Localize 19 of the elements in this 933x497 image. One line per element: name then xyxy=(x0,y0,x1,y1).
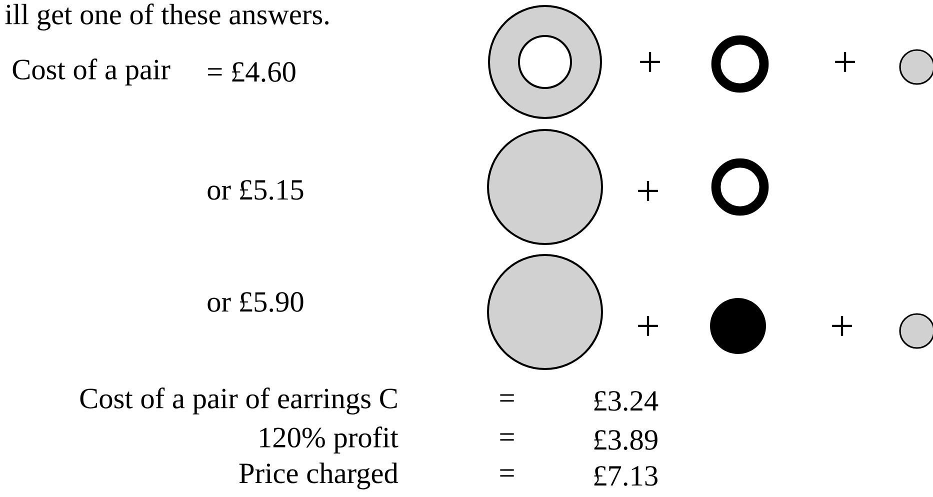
text-label: + xyxy=(638,180,658,201)
text-label: 120% profit xyxy=(260,426,398,454)
text-label: = xyxy=(500,469,514,477)
text-label: £7.13 xyxy=(594,466,658,486)
text-label: = xyxy=(500,394,514,402)
text-label: = xyxy=(500,433,514,441)
text-label: Cost of a pair of earrings C xyxy=(80,388,397,414)
text-label: or £5.90 xyxy=(208,292,304,312)
text-label: + xyxy=(640,52,660,72)
text-label: + xyxy=(832,316,852,336)
text-label: = £4.60 xyxy=(208,62,296,82)
text-label: + xyxy=(638,316,658,336)
text-label: or £5.15 xyxy=(208,180,304,200)
text-label: Price charged xyxy=(239,462,398,490)
text-label: + xyxy=(835,52,855,72)
text-label: £3.24 xyxy=(594,391,658,411)
text-label: £3.89 xyxy=(594,430,658,450)
text-label: Cost of a pair xyxy=(12,58,170,86)
text-label: ill get one of these answers. xyxy=(5,4,329,30)
